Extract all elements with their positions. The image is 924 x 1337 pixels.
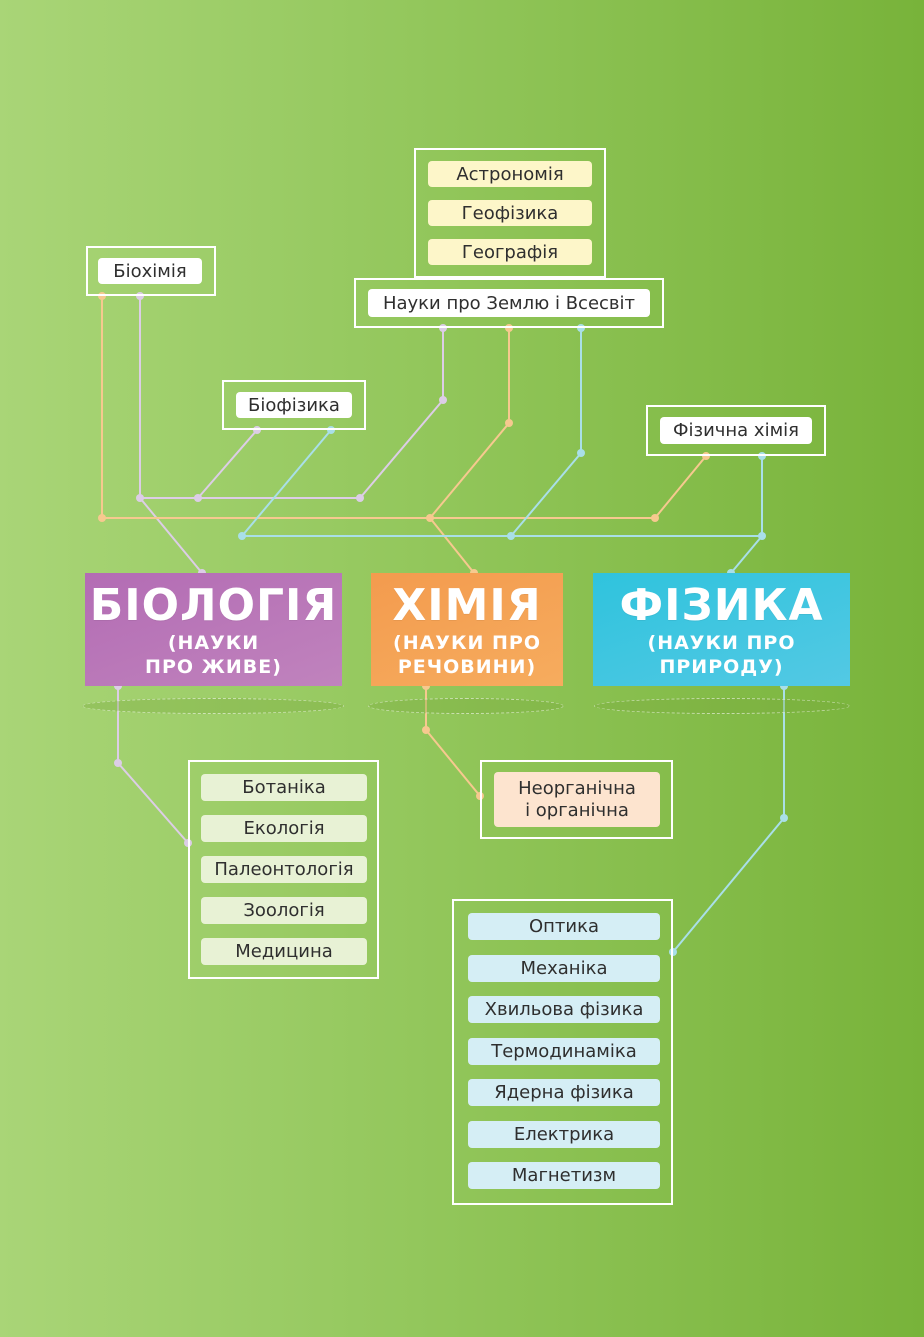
connector-blue-14 [730,535,763,574]
nuclear-physics-tag: Ядерна фізика [468,1079,660,1106]
connector-orange-6 [101,296,655,519]
connector-dot-blue-22 [238,532,246,540]
connector-dot-orange-12 [98,514,106,522]
geophysics-tag: Геофізика [428,200,592,226]
earth-universe-tag: Науки про Землю і Всесвіт [368,289,650,317]
biology-subtitle-2: ПРО ЖИВЕ) [145,655,282,678]
connector-dot-blue-24 [758,532,766,540]
geography-tag: Географія [428,239,592,265]
paleontology-tag: Палеонтологія [201,856,367,883]
medicine-tag: Медицина [201,938,367,965]
connector-dot-blue-28 [577,449,585,457]
connector-dot-pink-6 [439,396,447,404]
biology-branches-frame [188,760,379,979]
astronomy-tag: Астрономія [428,161,592,187]
biology-subtitle-1: (НАУКИ [167,631,260,654]
physics-subtitle-2: ПРИРОДУ) [659,655,784,678]
physics-title: ФІЗИКА [619,579,824,631]
electricity-tag: Електрика [468,1121,660,1148]
connector-pink-1 [139,497,203,574]
physics-shadow [594,698,850,714]
biology-title: БІОЛОГІЯ [89,579,338,631]
connector-dot-pink-5 [356,494,364,502]
connector-dot-pink-9 [114,759,122,767]
earth-universe-frame [354,278,664,328]
biophysics-frame [222,380,366,430]
connector-dot-blue-31 [780,814,788,822]
connector-blue-11 [241,429,332,537]
inorganic-label: Неорганічна [518,777,636,799]
biochemistry-frame [86,246,216,296]
chemistry-subtitle-1: (НАУКИ ПРО [393,631,541,654]
connector-orange-8 [429,517,475,574]
biophysics-tag: Біофізика [236,392,352,418]
connector-dot-pink-3 [194,494,202,502]
biochemistry-tag: Біохімія [98,258,202,284]
connector-pink-3 [197,429,258,499]
physics-subtitle-1: (НАУКИ ПРО [647,631,796,654]
organic-label: і органічна [525,799,629,821]
physical-chemistry-tag: Фізична хімія [660,417,812,444]
chemistry-branches-frame [480,760,673,839]
connector-blue-15 [510,328,582,537]
biology-shadow [82,698,344,714]
inorganic-organic-tag: Неорганічна і органічна [494,772,660,827]
connector-dot-orange-15 [426,514,434,522]
connector-pink-4 [359,328,444,499]
optics-tag: Оптика [468,913,660,940]
wave-physics-tag: Хвильова фізика [468,996,660,1023]
ecology-tag: Екологія [201,815,367,842]
connector-dot-pink-1 [136,494,144,502]
physical-chemistry-frame [646,405,826,456]
magnetism-tag: Магнетизм [468,1162,660,1189]
earth-items-frame [414,148,606,278]
physics-box: ФІЗИКА (НАУКИ ПРО ПРИРОДУ) [593,573,850,686]
connector-dot-orange-20 [422,726,430,734]
connector-dot-orange-17 [505,419,513,427]
botany-tag: Ботаніка [201,774,367,801]
chemistry-title: ХІМІЯ [392,579,542,631]
chemistry-shadow [368,698,564,714]
connector-blue-16 [672,686,785,953]
thermodynamics-tag: Термодинаміка [468,1038,660,1065]
connector-dot-orange-13 [651,514,659,522]
biology-box: БІОЛОГІЯ (НАУКИ ПРО ЖИВЕ) [85,573,342,686]
physics-branches-frame [452,899,673,1205]
connector-orange-7 [654,455,707,519]
zoology-tag: Зоологія [201,897,367,924]
chemistry-subtitle-2: РЕЧОВИНИ) [397,655,537,678]
mechanics-tag: Механіка [468,955,660,982]
connector-orange-9 [429,328,510,519]
connector-dot-blue-27 [507,532,515,540]
chemistry-box: ХІМІЯ (НАУКИ ПРО РЕЧОВИНИ) [371,573,563,686]
